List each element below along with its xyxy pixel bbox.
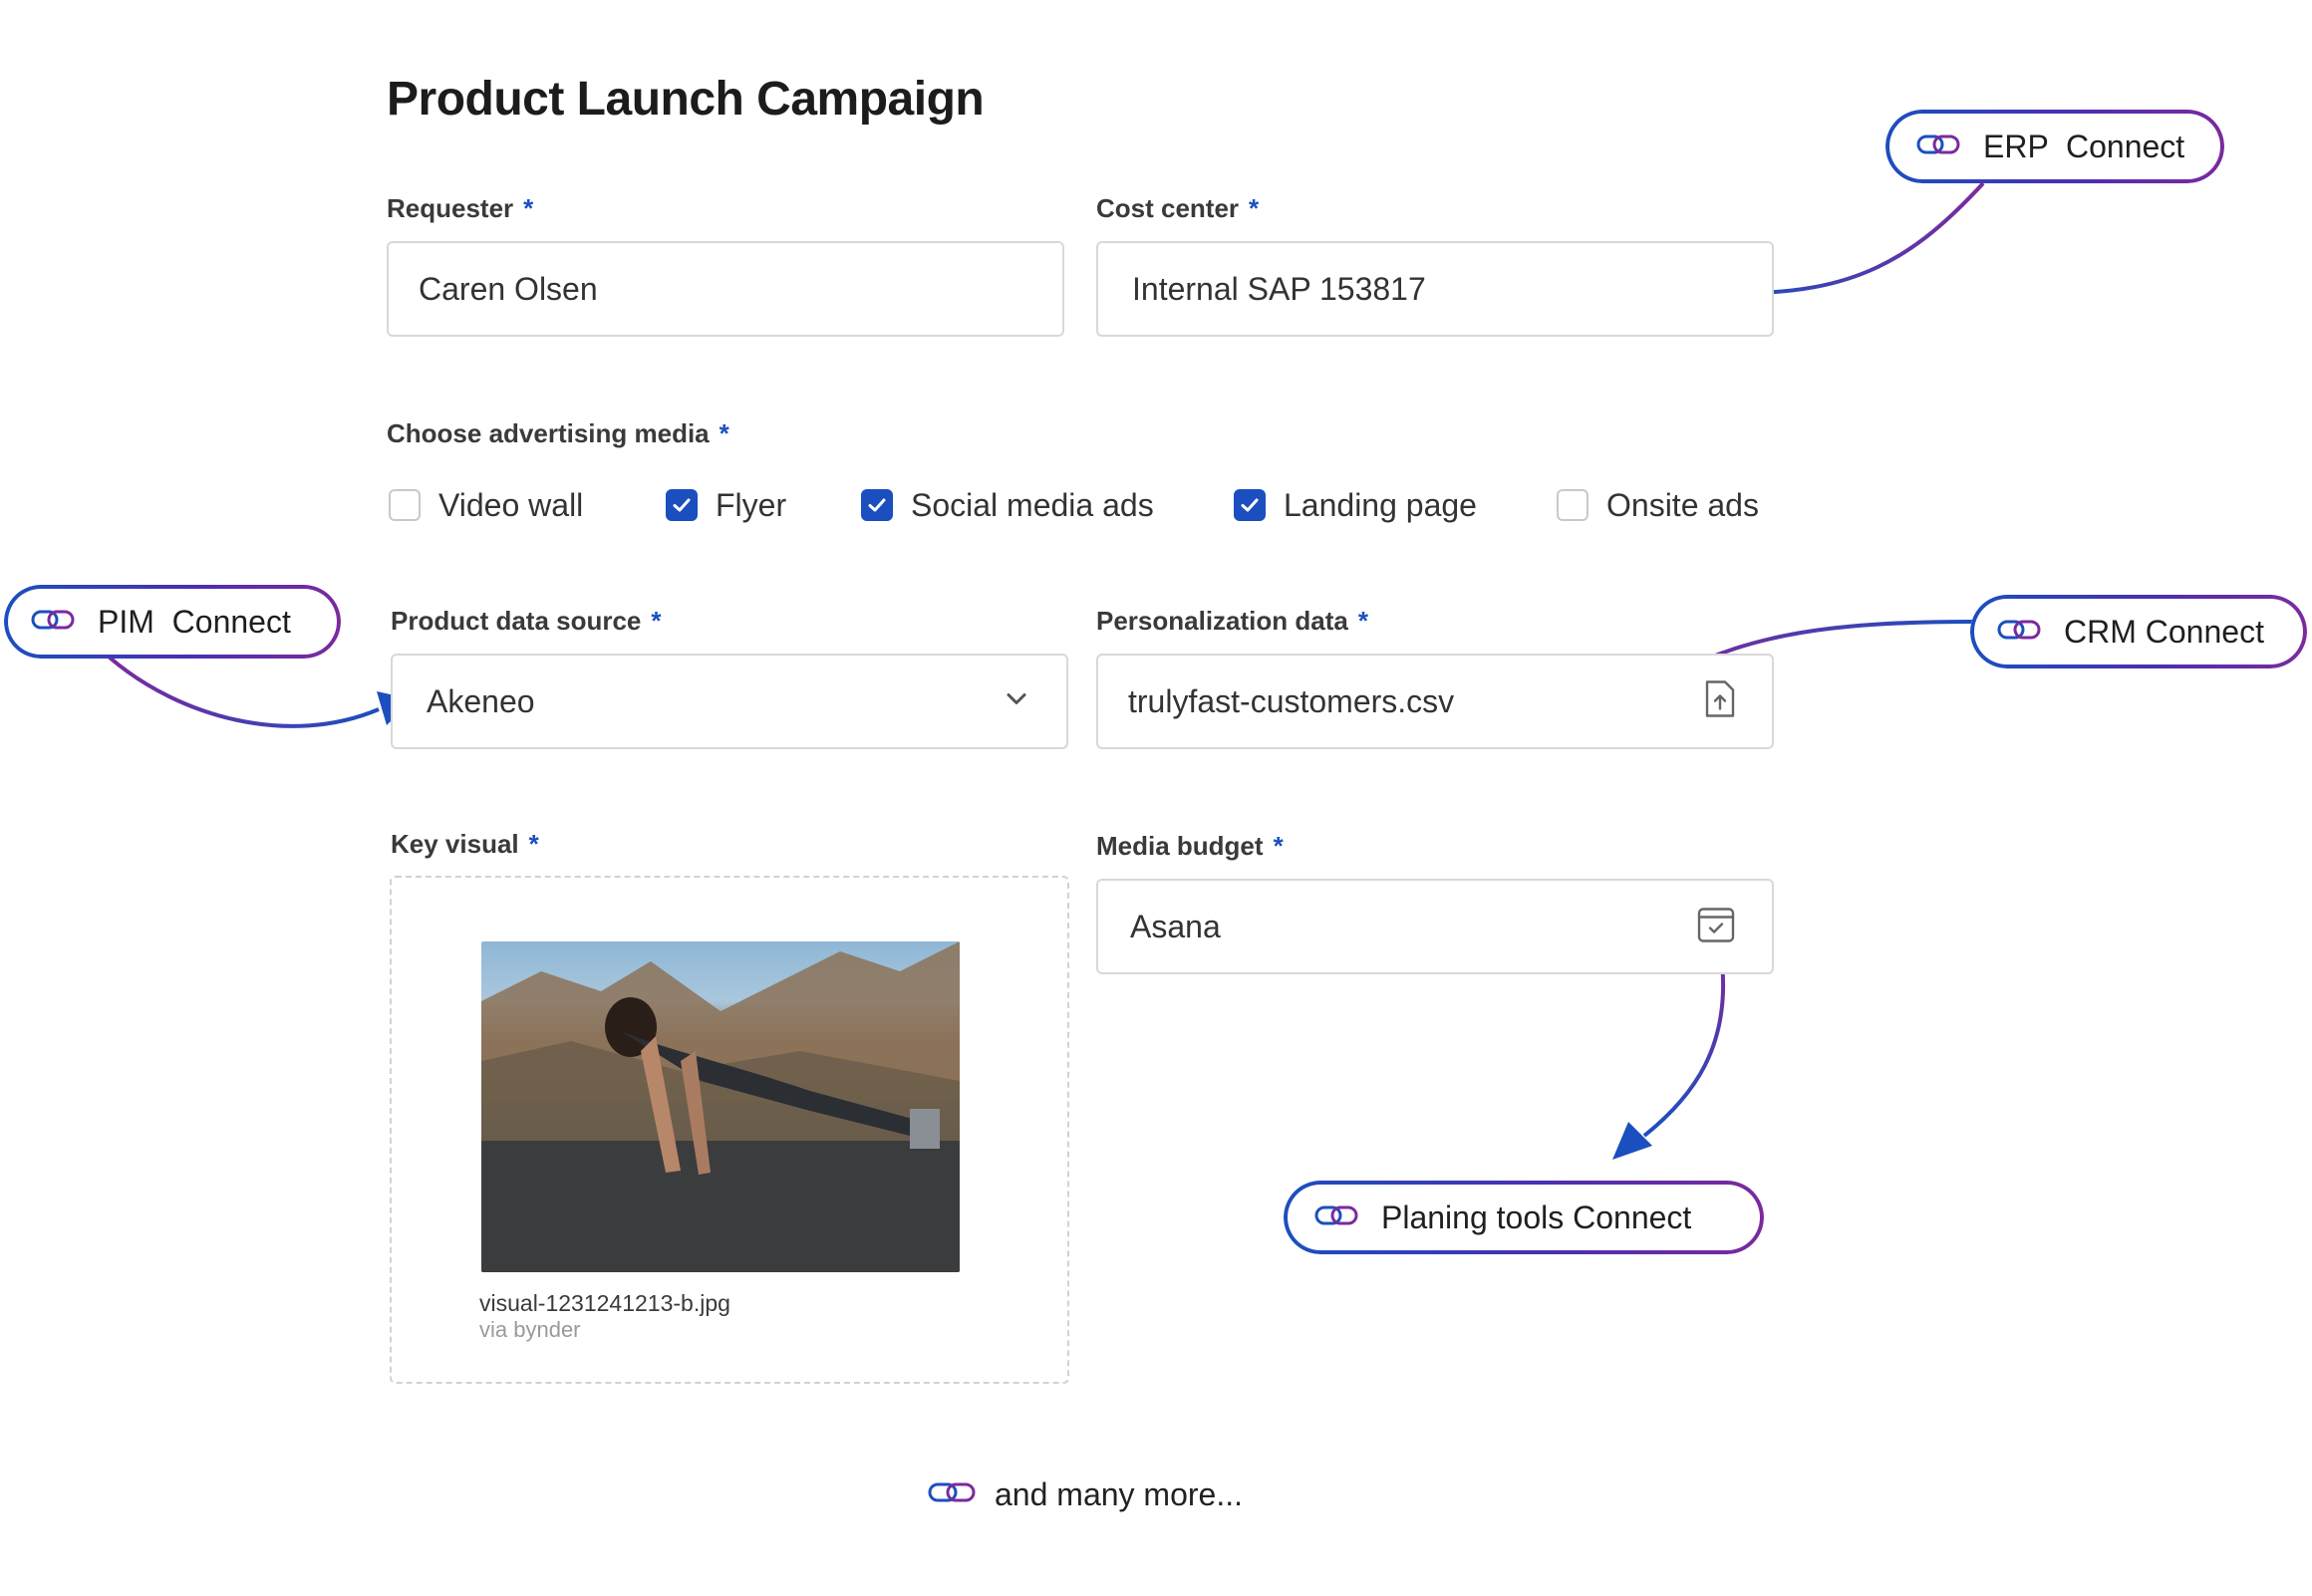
checkbox-box[interactable] [1557, 489, 1589, 521]
check-icon [868, 498, 886, 512]
media-checkbox-group: Video wall Flyer Social media ads Landin… [389, 478, 1784, 532]
check-icon [673, 498, 691, 512]
key-visual-label-text: Key visual [391, 829, 519, 859]
checkbox-social-media-ads[interactable]: Social media ads [861, 478, 1154, 532]
more-connectors-label: and many more... [995, 1476, 1243, 1512]
media-budget-label-text: Media budget [1096, 831, 1264, 861]
key-visual-label: Key visual * [391, 829, 539, 860]
pim-connect-pill[interactable]: PIM Connect [4, 585, 341, 659]
required-mark: * [528, 829, 539, 859]
checkbox-landing-page[interactable]: Landing page [1234, 478, 1477, 532]
pill-border [4, 585, 341, 659]
cost-center-input[interactable]: Internal SAP 153817 [1096, 241, 1774, 337]
required-mark: * [1249, 193, 1260, 223]
calendar-icon[interactable] [1696, 905, 1736, 949]
cost-center-value: Internal SAP 153817 [1132, 270, 1426, 307]
link-icon [1313, 1203, 1359, 1232]
pill-border [1284, 1181, 1764, 1254]
checkbox-box[interactable] [666, 489, 698, 521]
crm-connect-pill[interactable]: CRM Connect [1970, 595, 2307, 668]
requester-input[interactable]: Caren Olsen [387, 241, 1064, 337]
planning-arrowhead [1612, 1122, 1652, 1160]
media-label-text: Choose advertising media [387, 418, 710, 448]
key-visual-dropzone[interactable]: visual-1231241213-b.jpg via bynder [390, 876, 1069, 1384]
planning-tools-connect-label: Planing tools Connect [1381, 1198, 1692, 1235]
cost-center-label: Cost center * [1096, 193, 1259, 224]
key-visual-filename: visual-1231241213-b.jpg [479, 1290, 730, 1316]
requester-value: Caren Olsen [419, 270, 598, 307]
checkbox-box[interactable] [861, 489, 893, 521]
planning-tools-connect-pill[interactable]: Planing tools Connect [1284, 1181, 1764, 1254]
media-budget-input[interactable]: Asana [1096, 879, 1774, 974]
pill-border [1970, 595, 2307, 668]
checkbox-flyer[interactable]: Flyer [666, 478, 786, 532]
file-upload-icon[interactable] [1704, 679, 1736, 724]
link-icon [1915, 133, 1961, 161]
planning-arrow [1642, 961, 1726, 1138]
required-mark: * [1357, 606, 1368, 636]
personalization-label: Personalization data * [1096, 606, 1368, 637]
checkbox-label: Landing page [1284, 486, 1477, 523]
required-mark: * [719, 418, 729, 448]
checkbox-label: Video wall [438, 486, 584, 523]
checkbox-label: Onsite ads [1606, 486, 1759, 523]
erp-connect-pill[interactable]: ERP Connect [1885, 110, 2224, 183]
page-title: Product Launch Campaign [387, 73, 985, 126]
requester-label-text: Requester [387, 193, 514, 223]
erp-arrow [1733, 181, 1985, 296]
checkbox-video-wall[interactable]: Video wall [389, 478, 583, 532]
product-source-select[interactable]: Akeneo [391, 654, 1068, 749]
pim-connect-label: PIM Connect [98, 603, 291, 640]
erp-connect-label: ERP Connect [1983, 128, 2185, 164]
media-budget-label: Media budget * [1096, 831, 1284, 862]
key-visual-image[interactable] [481, 941, 960, 1272]
media-budget-value: Asana [1130, 908, 1221, 944]
crm-connect-label: CRM Connect [2064, 613, 2264, 650]
required-mark: * [651, 606, 662, 636]
checkbox-box[interactable] [389, 489, 421, 521]
product-source-label: Product data source * [391, 606, 662, 637]
personalization-value: trulyfast-customers.csv [1128, 682, 1455, 719]
checkbox-label: Social media ads [911, 486, 1154, 523]
required-mark: * [523, 193, 534, 223]
checkbox-label: Flyer [716, 486, 787, 523]
product-source-label-text: Product data source [391, 606, 642, 636]
personalization-label-text: Personalization data [1096, 606, 1348, 636]
personalization-input[interactable]: trulyfast-customers.csv [1096, 654, 1774, 749]
checkbox-box[interactable] [1234, 489, 1266, 521]
link-icon [1996, 618, 2042, 647]
key-visual-source: via bynder [479, 1317, 581, 1342]
required-mark: * [1273, 831, 1284, 861]
chevron-down-icon[interactable] [1005, 691, 1028, 712]
link-icon [927, 1479, 977, 1510]
link-icon [30, 608, 76, 637]
cost-center-label-text: Cost center [1096, 193, 1240, 223]
pim-arrow [108, 656, 380, 728]
checkbox-onsite-ads[interactable]: Onsite ads [1557, 478, 1759, 532]
requester-label: Requester * [387, 193, 533, 224]
more-connectors: and many more... [927, 1476, 1243, 1513]
check-icon [1241, 498, 1259, 512]
media-label: Choose advertising media * [387, 418, 729, 449]
product-source-value: Akeneo [427, 682, 535, 719]
